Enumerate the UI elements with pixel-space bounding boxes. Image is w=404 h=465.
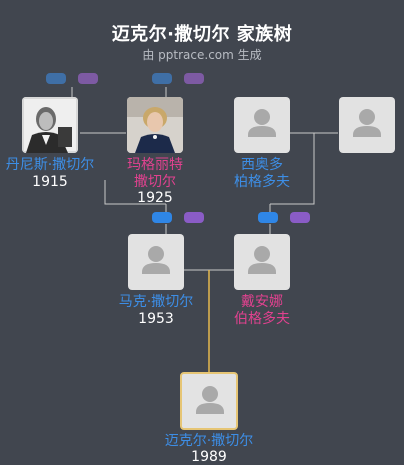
person-year-margaret: 1925 <box>137 190 173 206</box>
person-name-denis[interactable]: 丹尼斯·撒切尔 <box>5 157 95 173</box>
mother-link-button[interactable] <box>184 73 204 84</box>
person-name-theodore-line2[interactable]: 柏格多夫 <box>234 174 290 190</box>
person-year-michael: 1989 <box>191 449 227 465</box>
person-card-diane[interactable] <box>234 234 290 290</box>
person-placeholder-icon <box>248 109 276 137</box>
person-card-theodore[interactable] <box>234 97 290 153</box>
person-placeholder-icon <box>142 246 170 274</box>
father-link-button[interactable] <box>258 212 278 223</box>
person-year-denis: 1915 <box>32 174 68 190</box>
photo-portrait <box>127 97 183 153</box>
person-year-mark: 1953 <box>138 311 174 327</box>
page-subtitle: 由 pptrace.com 生成 <box>142 48 262 62</box>
person-name-diane-line2[interactable]: 伯格多夫 <box>234 311 290 327</box>
page-title: 迈克尔·撒切尔 家族树 <box>111 24 293 45</box>
person-card-unknown[interactable] <box>339 97 395 153</box>
person-placeholder-icon <box>196 386 224 414</box>
person-card-margaret[interactable] <box>127 97 183 153</box>
person-name-mark[interactable]: 马克·撒切尔 <box>118 294 194 310</box>
mother-link-button[interactable] <box>78 73 98 84</box>
person-name-margaret-line2[interactable]: 撒切尔 <box>134 174 176 190</box>
father-link-button[interactable] <box>152 73 172 84</box>
person-placeholder-icon <box>248 246 276 274</box>
person-card-denis[interactable] <box>22 97 78 153</box>
person-card-michael[interactable] <box>180 372 238 430</box>
person-name-diane-line1[interactable]: 戴安娜 <box>241 294 283 310</box>
person-name-margaret-line1[interactable]: 玛格丽特 <box>127 157 183 173</box>
father-link-button[interactable] <box>46 73 66 84</box>
photo-portrait <box>22 97 78 153</box>
father-link-button[interactable] <box>152 212 172 223</box>
mother-link-button[interactable] <box>290 212 310 223</box>
person-name-theodore-line1[interactable]: 西奥多 <box>241 157 283 173</box>
mother-link-button[interactable] <box>184 212 204 223</box>
person-name-michael[interactable]: 迈克尔·撒切尔 <box>164 433 254 449</box>
person-card-mark[interactable] <box>128 234 184 290</box>
person-placeholder-icon <box>353 109 381 137</box>
